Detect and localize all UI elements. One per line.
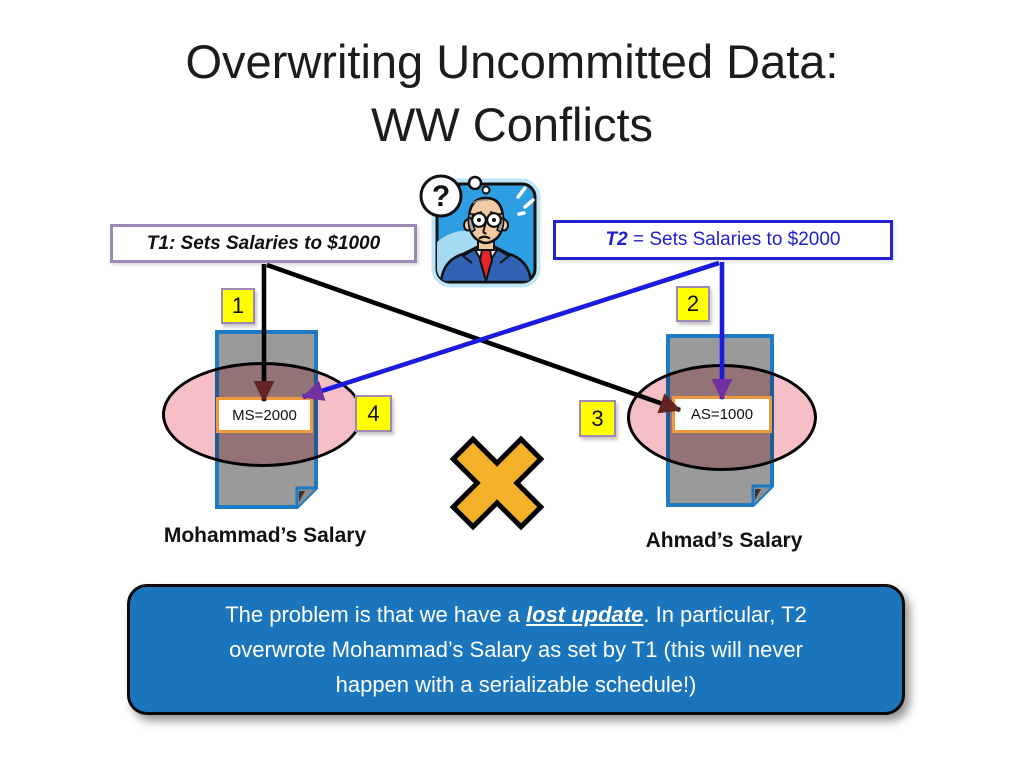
note-line-3: happen with a serializable schedule!) — [335, 672, 697, 697]
document-fold-shadow-right — [755, 489, 761, 500]
t2-transaction-box: T2 = Sets Salaries to $2000 — [553, 220, 893, 260]
step-badge-1: 1 — [221, 288, 255, 324]
eye-left — [477, 218, 481, 222]
glasses-temple-right — [500, 216, 505, 220]
title-line-2: WW Conflicts — [371, 98, 653, 151]
step-badge-1-label: 1 — [231, 293, 245, 318]
title-line-1: Overwriting Uncommitted Data: — [185, 35, 839, 88]
step-badge-4-label: 4 — [367, 400, 380, 426]
t1-label: T1: Sets Salaries to $1000 — [146, 232, 381, 254]
as-value: AS=1000 — [690, 406, 754, 423]
note-line-2: overwrote Mohammad’s Salary as set by T1… — [229, 637, 803, 662]
t2-label-rest: = Sets Salaries to $2000 — [627, 229, 841, 250]
note-line1-highlight: lost update — [526, 602, 644, 627]
caption-ahmads-salary: Ahmad’s Salary — [645, 529, 803, 552]
note-line1-before: The problem is that we have a — [225, 602, 527, 627]
note-line-1: The problem is that we have a lost updat… — [130, 597, 902, 632]
step-badge-2: 2 — [676, 286, 710, 322]
worried-mouth — [478, 235, 491, 240]
thought-bubble-trail-1 — [467, 175, 483, 191]
note-box: The problem is that we have a lost updat… — [127, 584, 905, 715]
worried-man-icon: ? — [419, 174, 541, 288]
lapel-left — [461, 248, 476, 264]
nose — [482, 221, 487, 235]
as-value-box: AS=1000 — [672, 396, 772, 433]
spark-mark-2 — [523, 198, 535, 209]
page-title: Overwriting Uncommitted Data: WW Conflic… — [0, 30, 1024, 156]
t1-transaction-box: T1: Sets Salaries to $1000 — [110, 224, 417, 263]
eye-right — [492, 218, 496, 222]
conflict-cross-icon — [449, 435, 545, 531]
step-badge-4: 4 — [355, 395, 392, 432]
spark-mark-3 — [517, 211, 526, 216]
note-line1-after: . In particular, T2 — [643, 602, 807, 627]
document-fold-shadow-left — [299, 491, 305, 502]
step-badge-3-label: 3 — [591, 405, 604, 431]
spark-mark-1 — [516, 186, 527, 199]
t2-label-prefix: T2 — [605, 229, 628, 250]
caption-mohammads-salary: Mohammad’s Salary — [163, 524, 367, 547]
step-badge-3: 3 — [579, 400, 616, 437]
glasses-temple-left — [468, 216, 473, 220]
lapel-right — [496, 248, 511, 264]
step-badge-2-label: 2 — [686, 291, 700, 316]
thought-bubble-trail-2 — [481, 185, 491, 195]
thought-bubble — [419, 174, 463, 218]
hair-strand — [472, 199, 489, 204]
ms-value: MS=2000 — [232, 406, 297, 424]
question-mark-icon: ? — [432, 180, 450, 213]
ms-value-box: MS=2000 — [216, 397, 313, 433]
